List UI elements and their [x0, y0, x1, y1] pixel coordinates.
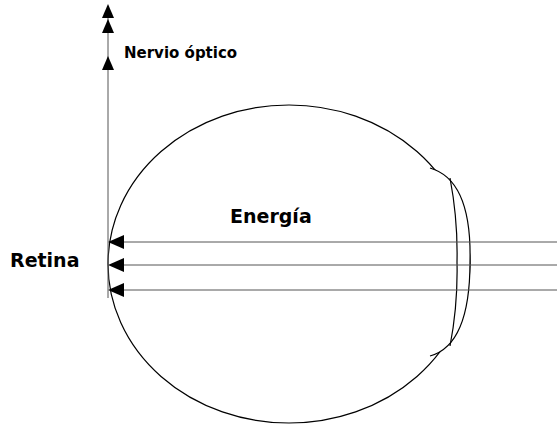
eyeball — [108, 105, 470, 423]
arrowhead — [102, 56, 114, 70]
nerve-arrowheads — [102, 4, 114, 70]
cornea-inner — [450, 178, 457, 346]
arrowhead — [108, 235, 124, 249]
cornea-outer — [430, 168, 470, 356]
energy-label: Energía — [230, 206, 312, 227]
ray-arrowheads — [108, 235, 124, 297]
energy-rays — [118, 242, 557, 290]
ray — [118, 265, 557, 266]
optic-nerve-line — [108, 10, 109, 298]
ray — [118, 290, 557, 291]
arrowhead — [102, 4, 114, 18]
arrowhead — [108, 283, 124, 297]
ray — [118, 242, 557, 243]
arrowhead — [102, 19, 114, 33]
optic-nerve-label: Nervio óptico — [124, 45, 237, 62]
retina-label: Retina — [10, 250, 79, 271]
arrowhead — [108, 258, 124, 272]
